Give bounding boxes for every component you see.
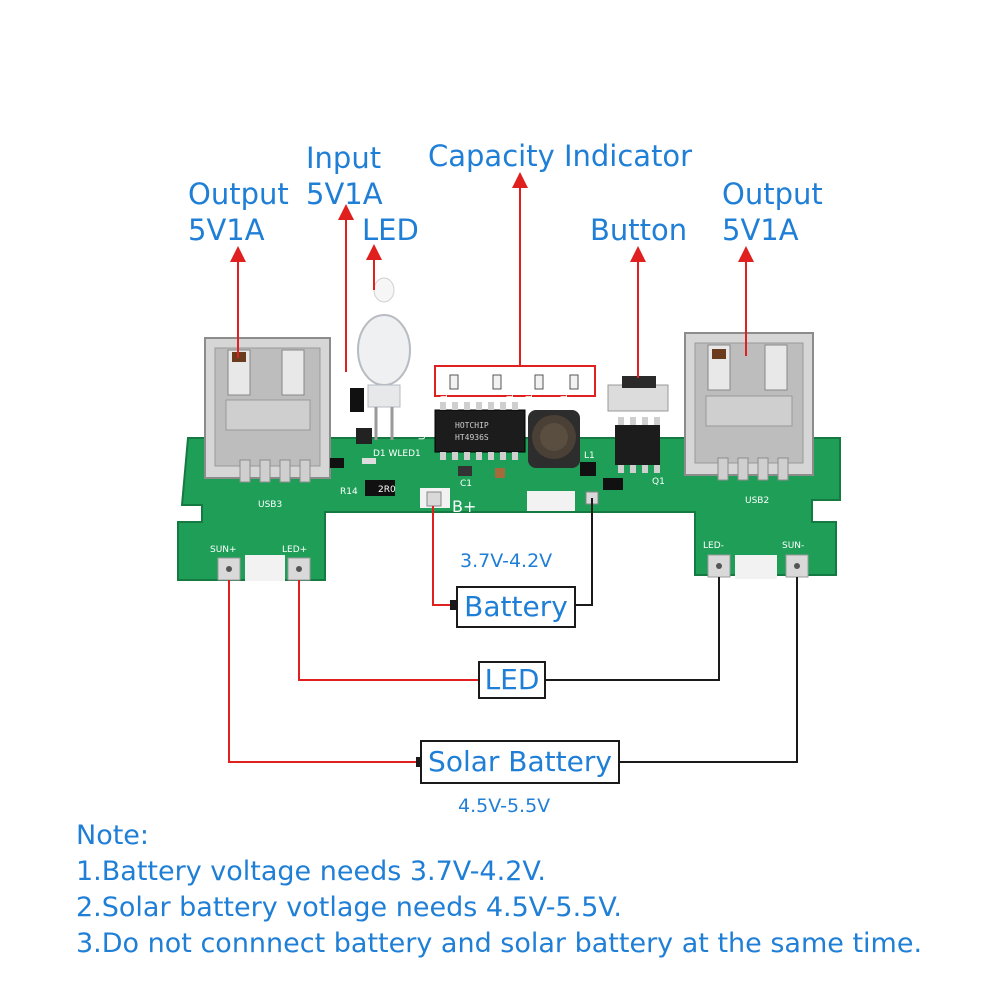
note-heading: Note: bbox=[76, 820, 150, 851]
silk-d1-wled1: D1 WLED1 bbox=[373, 449, 421, 459]
led-box: LED bbox=[478, 661, 546, 699]
silk-led-plus: LED+ bbox=[282, 545, 307, 555]
wire-battery-minus bbox=[576, 498, 593, 606]
wire-sun-minus bbox=[620, 577, 798, 763]
inductor bbox=[528, 410, 580, 468]
silk-l1: L1 bbox=[584, 451, 595, 461]
label-solar-voltage: 4.5V-5.5V bbox=[458, 795, 551, 817]
usb-port-right bbox=[684, 332, 814, 481]
push-button bbox=[607, 376, 669, 412]
silk-led3: LED3 bbox=[506, 375, 516, 398]
chip-mark-1: HOTCHIP bbox=[455, 421, 489, 430]
silk-sw2: SW2 bbox=[598, 405, 608, 425]
battery-box: Battery bbox=[456, 586, 576, 628]
silk-q1: Q1 bbox=[652, 477, 665, 487]
silk-c1: C1 bbox=[460, 479, 472, 489]
capacity-indicator-frame bbox=[434, 365, 596, 397]
chip-mark-2: HT4936S bbox=[455, 433, 489, 442]
label-output-right-2: 5V1A bbox=[722, 213, 799, 247]
silk-usb2: USB2 bbox=[745, 496, 769, 506]
note-3: 3.Do not connnect battery and solar batt… bbox=[76, 928, 923, 959]
wire-led-plus bbox=[298, 580, 478, 681]
label-button: Button bbox=[590, 213, 688, 247]
silk-led2: LED2 bbox=[525, 375, 535, 398]
silk-led-minus: LED- bbox=[703, 541, 724, 551]
label-capacity-indicator: Capacity Indicator bbox=[428, 139, 693, 173]
silk-2r0: 2R0 bbox=[378, 485, 396, 495]
main-ic: HOTCHIP HT4936S bbox=[434, 402, 526, 460]
label-input-1: Input bbox=[306, 141, 382, 175]
silk-sun-plus: SUN+ bbox=[210, 545, 237, 555]
note-2: 2.Solar battery votlage needs 4.5V-5.5V. bbox=[76, 892, 622, 923]
indicator-led bbox=[357, 277, 411, 440]
solar-battery-box: Solar Battery bbox=[420, 740, 620, 784]
pcb-board bbox=[177, 437, 841, 581]
second-ic bbox=[615, 417, 660, 473]
wire-sun-plus bbox=[228, 580, 418, 763]
label-led-top: LED bbox=[362, 213, 419, 247]
pointer-arrows bbox=[230, 172, 754, 378]
wires bbox=[228, 498, 798, 763]
wire-led-minus bbox=[546, 577, 720, 681]
silk-usb3: USB3 bbox=[258, 500, 282, 510]
label-output-left-2: 5V1A bbox=[188, 213, 265, 247]
usb-port-left bbox=[204, 337, 331, 483]
silk-b-plus: B+ bbox=[452, 497, 476, 516]
silk-r14: R14 bbox=[340, 487, 358, 497]
capacity-leds bbox=[449, 374, 579, 390]
label-output-right-1: Output bbox=[722, 177, 823, 211]
silk-led1: LED1 bbox=[560, 375, 570, 398]
note-1: 1.Battery voltage needs 3.7V-4.2V. bbox=[76, 856, 546, 887]
label-input-2: 5V1A bbox=[306, 177, 383, 211]
silk-sun-minus: SUN- bbox=[782, 541, 804, 551]
label-output-left-1: Output bbox=[188, 177, 289, 211]
label-battery-voltage: 3.7V-4.2V bbox=[460, 550, 553, 572]
silk-led4: LED4 bbox=[440, 374, 450, 398]
silk-usb1: USB1 bbox=[418, 416, 428, 440]
silk-r4: R4 bbox=[350, 415, 362, 425]
wire-battery-plus bbox=[432, 506, 452, 606]
